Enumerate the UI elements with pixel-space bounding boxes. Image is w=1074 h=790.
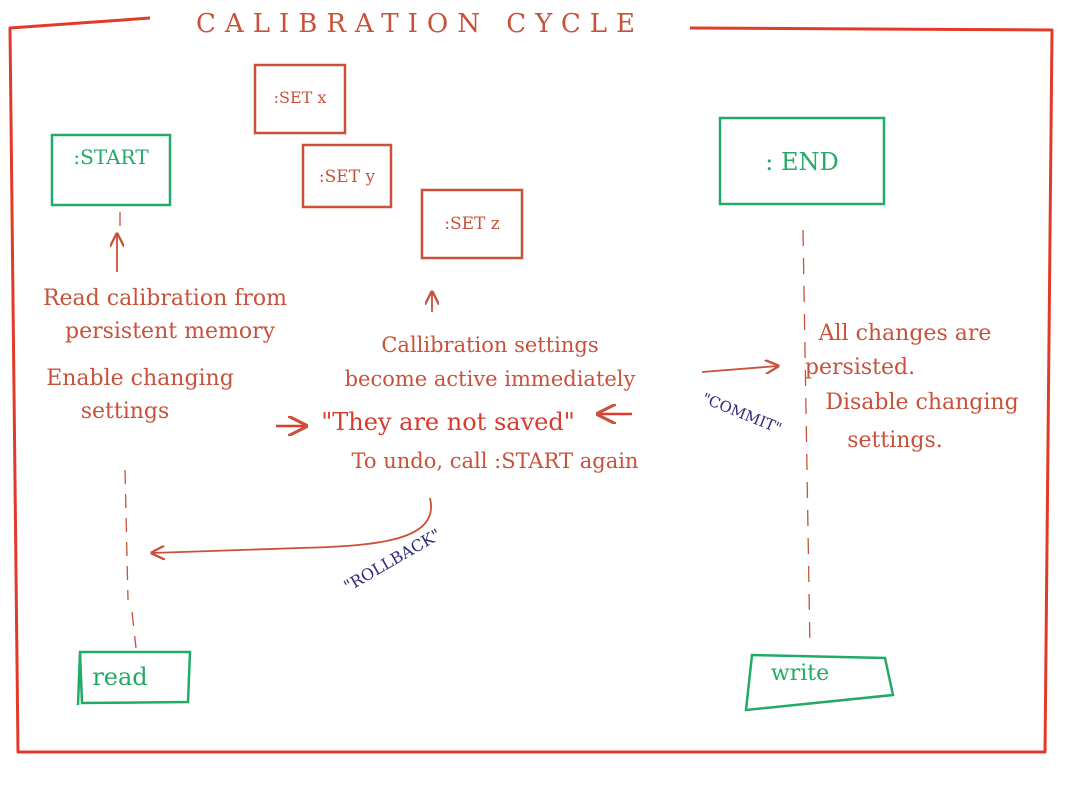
start-node-label: :START (73, 145, 149, 169)
write-node-label: write (771, 661, 829, 686)
commit-label: "COMMIT" (699, 389, 784, 437)
set-y-node-label: :SET y (319, 167, 376, 187)
set-x-node-box (253, 63, 347, 135)
end-note-line-2: persisted. (805, 355, 915, 380)
end-note-line-1: All changes are (818, 321, 992, 346)
set-x-node-label: :SET x (274, 88, 327, 107)
outer-frame (8, 16, 1054, 754)
commit-arrow (701, 366, 778, 372)
end-lifeline (802, 229, 811, 651)
diagram-title: CALIBRATION CYCLE (196, 9, 644, 39)
read-node-label: read (92, 663, 147, 691)
end-note-line-3: Disable changing (825, 390, 1018, 415)
end-node-label: : END (765, 148, 838, 176)
start-node-box (50, 133, 172, 207)
start-note-line-4: settings (81, 399, 170, 424)
set-note-line-2: become active immediately (345, 367, 636, 391)
set-z-node-label: :SET z (444, 214, 500, 234)
end-node-box (718, 116, 886, 206)
rollback-label: "ROLLBACK" (340, 525, 444, 596)
start-lifeline (119, 212, 137, 649)
set-note-line-1: Callibration settings (381, 333, 598, 357)
start-note-line-3: Enable changing (46, 366, 234, 391)
start-note-line-2: persistent memory (65, 319, 276, 344)
set-z-node-box (420, 188, 524, 260)
start-note-line-1: Read calibration from (43, 286, 287, 311)
set-y-node-box (301, 143, 393, 209)
write-node-box (744, 653, 895, 712)
rollback-arrow (152, 497, 432, 553)
read-node-box (76, 650, 192, 706)
set-note-line-3: "They are not saved" (321, 408, 574, 436)
set-note-line-4: To undo, call :START again (352, 449, 639, 473)
end-note-line-4: settings. (847, 428, 943, 453)
